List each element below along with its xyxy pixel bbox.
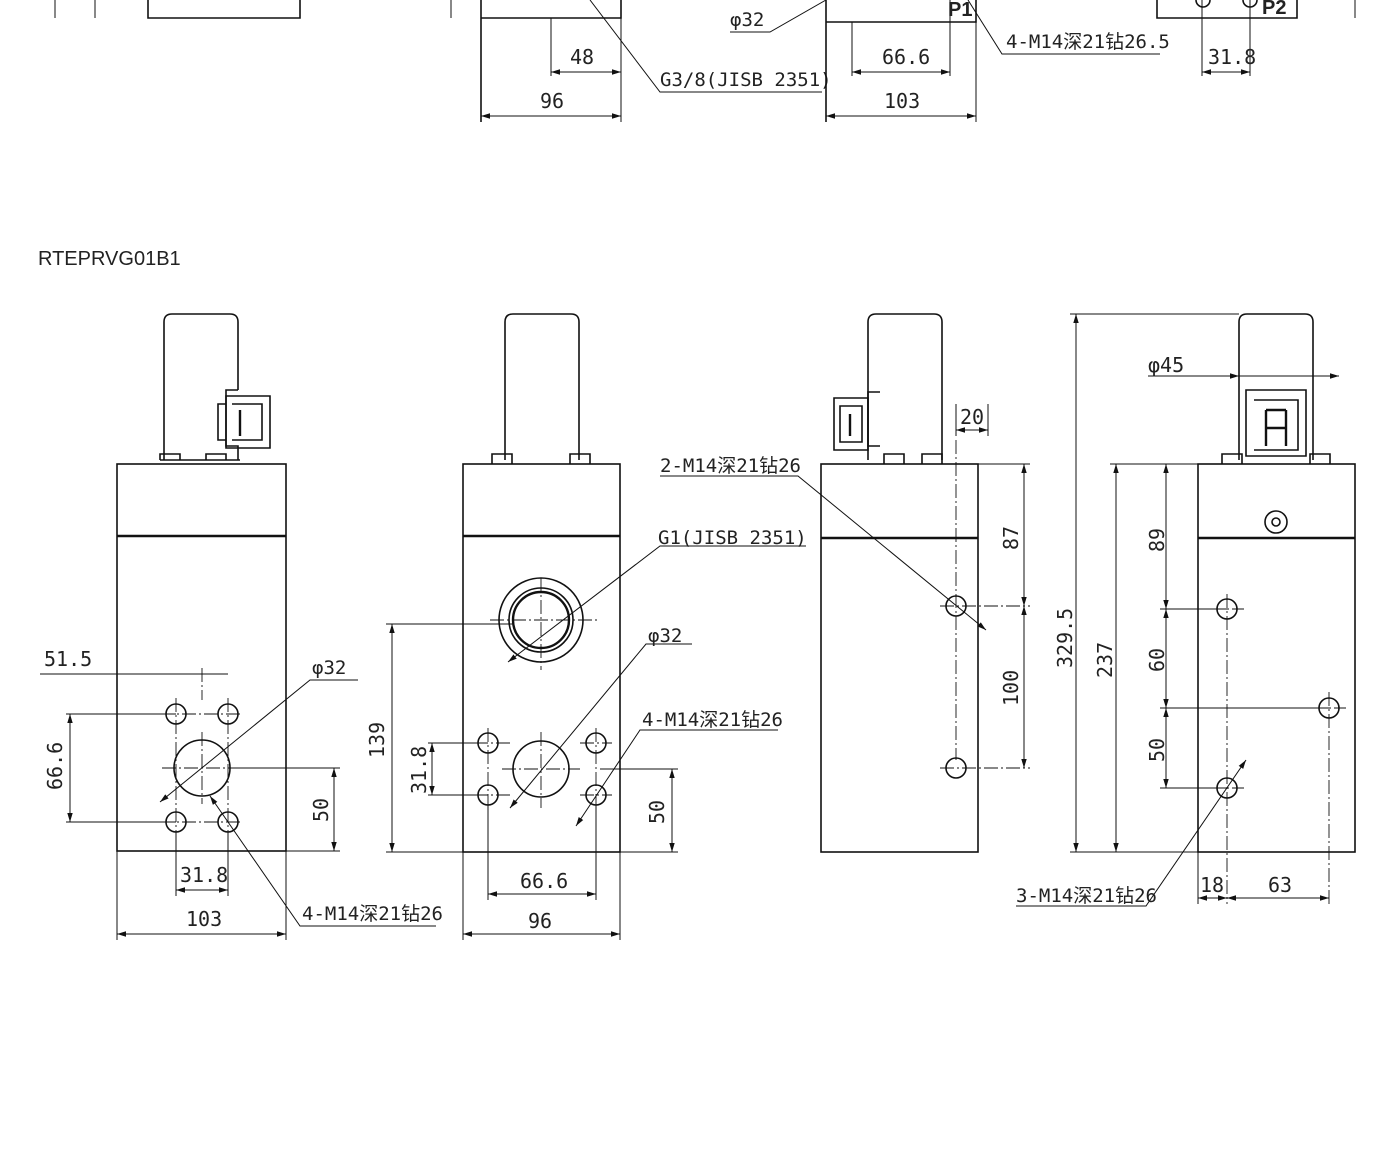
v4-dim-89: 89 — [1145, 528, 1169, 552]
v4-dim-50: 50 — [1145, 738, 1169, 762]
v4-dim-237: 237 — [1093, 642, 1117, 678]
v2-callout-g1: G1(JISB 2351) — [658, 527, 807, 549]
view-2-side: 139 31.8 50 66.6 96 G1(JISB 2351) φ32 4-… — [365, 313, 807, 940]
top-dim-103: 103 — [884, 89, 920, 113]
v4-callout-3m14: 3-M14深21钻26 — [1016, 885, 1157, 907]
top-fragment: 48 96 G3/8(JISB 2351) 66.6 103 φ32 P1 4-… — [54, 0, 1356, 122]
v4-dim-18: 18 — [1200, 873, 1224, 897]
v2-dim-66-6: 66.6 — [520, 869, 568, 893]
view-3-rear: 20 87 100 2-M14深21钻26 — [660, 313, 1030, 853]
v3-callout-2m14: 2-M14深21钻26 — [660, 455, 801, 477]
v1-dim-50: 50 — [309, 798, 333, 822]
port-p1-label: P1 — [948, 0, 972, 21]
model-label: RTEPRVG01B1 — [38, 248, 181, 270]
v2-callout-4m14: 4-M14深21钻26 — [642, 709, 783, 731]
v4-dim-phi45: φ45 — [1148, 353, 1184, 377]
v2-dim-139: 139 — [365, 722, 389, 758]
port-p2-label: P2 — [1262, 0, 1286, 19]
v1-dim-103: 103 — [186, 907, 222, 931]
top-dim-96: 96 — [540, 89, 564, 113]
top-dim-31-8: 31.8 — [1208, 45, 1256, 69]
v2-dim-50: 50 — [645, 800, 669, 824]
v4-dim-329-5: 329.5 — [1053, 608, 1077, 668]
top-dim-66-6: 66.6 — [882, 45, 930, 69]
v2-dim-96: 96 — [528, 909, 552, 933]
v3-dim-20: 20 — [960, 405, 984, 429]
v3-dim-87: 87 — [999, 526, 1023, 550]
view-4-side: φ45 329.5 237 89 60 50 18 63 3-M14深21钻26 — [1016, 313, 1356, 907]
top-dim-48: 48 — [570, 45, 594, 69]
v1-dim-51-5: 51.5 — [44, 647, 92, 671]
v1-callout-phi32: φ32 — [312, 657, 346, 679]
v1-dim-66-6: 66.6 — [43, 742, 67, 790]
v2-callout-phi32: φ32 — [648, 625, 682, 647]
v1-dim-31-8: 31.8 — [180, 863, 228, 887]
v2-dim-31-8: 31.8 — [407, 746, 431, 794]
v4-dim-60: 60 — [1145, 648, 1169, 672]
top-callout-phi32: φ32 — [730, 9, 764, 31]
v1-callout-4m14: 4-M14深21钻26 — [302, 903, 443, 925]
view-1-front: 66.6 51.5 50 31.8 103 φ32 4-M14深21钻26 — [40, 313, 443, 940]
v3-dim-100: 100 — [999, 670, 1023, 706]
top-callout-g38: G3/8(JISB 2351) — [660, 69, 832, 91]
v4-dim-63: 63 — [1268, 873, 1292, 897]
top-callout-4m14: 4-M14深21钻26.5 — [1006, 31, 1170, 53]
